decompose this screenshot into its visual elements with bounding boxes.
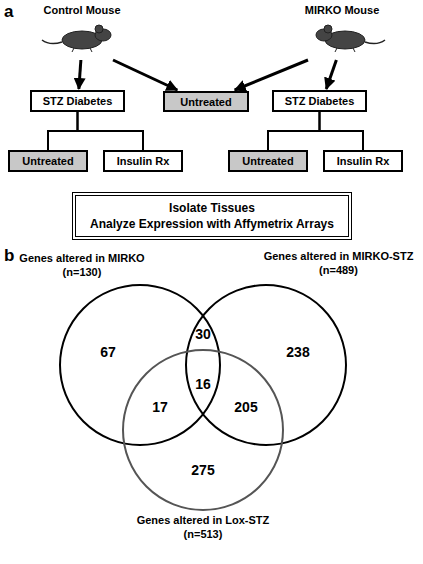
process-box: Untreated <box>228 150 308 172</box>
node-text: Untreated <box>180 96 231 108</box>
connector <box>79 60 81 89</box>
panel-letter: a <box>4 2 13 22</box>
output-box: Isolate TissuesAnalyze Expression with A… <box>72 192 352 240</box>
node-text: Insulin Rx <box>117 155 170 167</box>
node-text: Untreated <box>242 155 293 167</box>
count-number: 275 <box>191 462 214 478</box>
node-text: MIRKO Mouse <box>305 4 380 16</box>
mouse-drawing <box>316 25 385 52</box>
connector <box>48 112 78 150</box>
set-heading: Genes altered in MIRKO (n=130) <box>2 252 162 280</box>
connector <box>326 60 336 89</box>
panel-letter: b <box>4 246 14 266</box>
process-box: STZ Diabetes <box>30 90 125 112</box>
node-text: Control Mouse <box>44 4 121 16</box>
set-heading: Genes altered in Lox-STZ (n=513) <box>123 514 283 542</box>
connector <box>268 112 320 150</box>
process-box: Insulin Rx <box>323 150 403 172</box>
connector <box>320 112 364 150</box>
count-number: 238 <box>286 344 309 360</box>
connector <box>113 60 177 90</box>
count-number: 205 <box>234 399 257 415</box>
connector <box>78 112 144 150</box>
node-text: Isolate Tissues <box>169 200 255 216</box>
set-heading: Genes altered in MIRKO-STZ (n=489) <box>256 250 421 278</box>
venn-circle <box>60 285 346 510</box>
node-text: Analyze Expression with Affymetrix Array… <box>90 216 334 232</box>
mouse-node: Control Mouse <box>20 4 144 58</box>
count-number: 30 <box>195 326 211 342</box>
process-box: STZ Diabetes <box>272 90 367 112</box>
count-number: 17 <box>152 399 168 415</box>
mouse-node: MIRKO Mouse <box>280 4 404 58</box>
connector <box>235 60 308 90</box>
node-text: STZ Diabetes <box>43 95 113 107</box>
process-box: Untreated <box>8 150 88 172</box>
node-text: Untreated <box>22 155 73 167</box>
count-number: 67 <box>100 344 116 360</box>
mouse-drawing <box>42 25 111 52</box>
process-box: Insulin Rx <box>103 150 183 172</box>
process-box: Untreated <box>163 91 249 112</box>
node-text: Insulin Rx <box>337 155 390 167</box>
node-text: STZ Diabetes <box>285 95 355 107</box>
count-number: 16 <box>195 376 211 392</box>
